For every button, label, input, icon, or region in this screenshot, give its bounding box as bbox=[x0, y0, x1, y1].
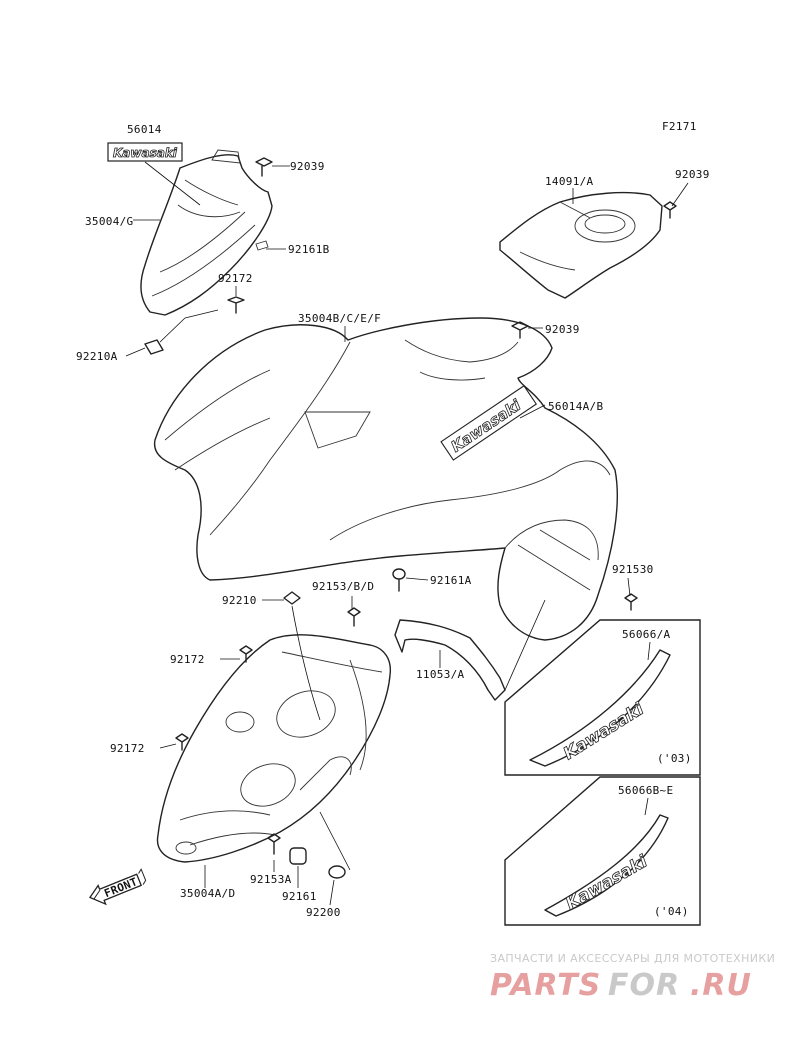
fender-decal-text: Kawasaki bbox=[448, 396, 525, 456]
label-56014: 56014 bbox=[127, 123, 162, 136]
watermark-site-c: .RU bbox=[690, 968, 752, 1003]
decal-inset-03-text: Kawasaki bbox=[560, 699, 648, 765]
label-35004g: 35004/G bbox=[85, 215, 133, 228]
label-92172-c: 92172 bbox=[110, 742, 145, 755]
year-note-03: ('03) bbox=[657, 752, 692, 765]
label-92161a: 92161A bbox=[430, 574, 472, 587]
label-56066a: 56066/A bbox=[622, 628, 671, 641]
label-35004bcef: 35004B/C/E/F bbox=[298, 312, 381, 325]
label-92161b: 92161B bbox=[288, 243, 330, 256]
lower-fender-part bbox=[156, 634, 392, 879]
label-56066be: 56066B~E bbox=[618, 784, 673, 797]
label-56014ab: 56014A/B bbox=[548, 400, 603, 413]
label-92172-b: 92172 bbox=[170, 653, 205, 666]
watermark-tagline: ЗАПЧАСТИ И АКСЕССУАРЫ ДЛЯ МОТОТЕХНИКИ bbox=[490, 952, 775, 965]
decal-inset-04-text: Kawasaki bbox=[563, 851, 652, 914]
label-92210: 92210 bbox=[222, 594, 257, 607]
label-92153bd: 92153/B/D bbox=[312, 580, 374, 593]
fender-decal: Kawasaki bbox=[440, 385, 538, 461]
label-92039-a: 92039 bbox=[290, 160, 325, 173]
label-92039-c: 92039 bbox=[545, 323, 580, 336]
watermark-logo: PARTS FOR .RU bbox=[490, 968, 752, 1003]
upper-cover-part: Kawasaki bbox=[107, 142, 273, 355]
decal-56014 bbox=[107, 142, 183, 162]
year-note-04: ('04) bbox=[654, 905, 689, 918]
figure-code: F2171 bbox=[662, 120, 697, 133]
watermark-site-b: FOR bbox=[608, 968, 680, 1003]
label-92210a: 92210A bbox=[76, 350, 118, 363]
label-92200: 92200 bbox=[306, 906, 341, 919]
label-92153a: 92153A bbox=[250, 873, 292, 886]
cover-14091-part bbox=[499, 191, 677, 299]
label-92039-b: 92039 bbox=[675, 168, 710, 181]
front-arrow-label: FRONT bbox=[102, 875, 139, 900]
label-92172-a: 92172 bbox=[218, 272, 253, 285]
front-fender-part: Kawasaki bbox=[153, 317, 618, 641]
label-92161: 92161 bbox=[282, 890, 317, 903]
decal-inset-04: Kawasaki bbox=[504, 776, 701, 926]
mid-hardware bbox=[283, 568, 638, 701]
label-35004ad: 35004A/D bbox=[180, 887, 235, 900]
label-11053a: 11053/A bbox=[416, 668, 465, 681]
front-arrow: FRONT bbox=[89, 868, 147, 906]
label-14091a: 14091/A bbox=[545, 175, 594, 188]
label-921530: 921530 bbox=[612, 563, 654, 576]
watermark-site-a: PARTS bbox=[490, 968, 601, 1003]
decal-56014-text: Kawasaki bbox=[113, 146, 178, 160]
